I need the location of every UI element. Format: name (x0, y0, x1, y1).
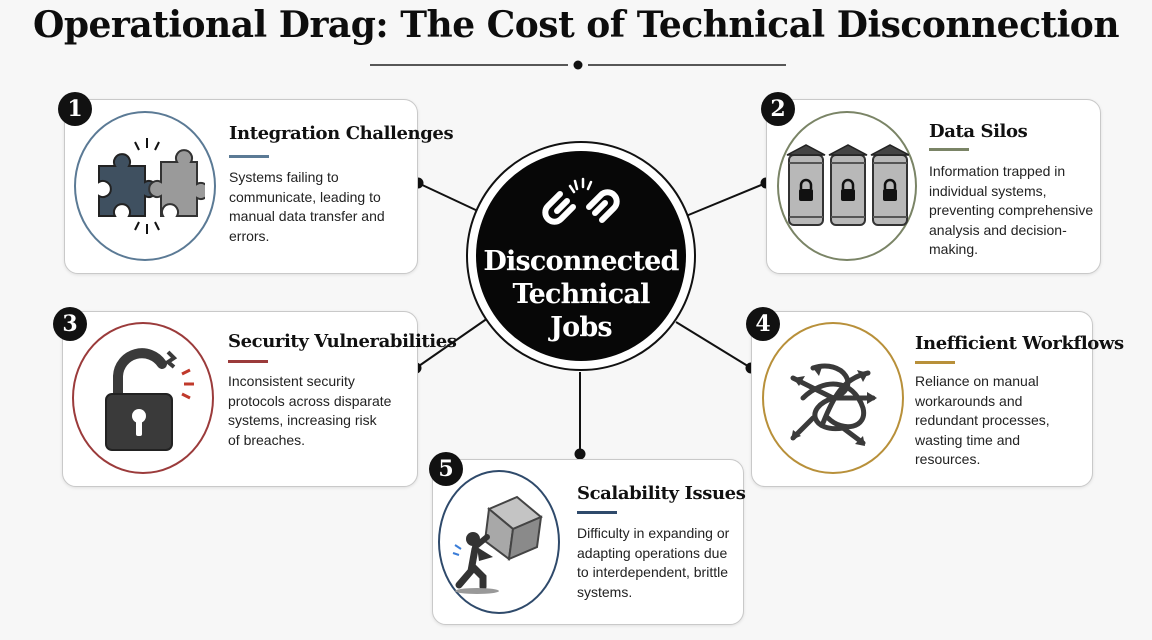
number-badge-3: 3 (53, 307, 87, 341)
accent-line (577, 511, 617, 514)
center-line: Jobs (550, 312, 612, 343)
card-description: Information trapped in individual system… (929, 163, 1094, 257)
accent-line (228, 360, 268, 363)
card-description: Systems failing to communicate, leading … (229, 169, 385, 244)
broken-chain-icon (542, 177, 620, 225)
number-badge-4: 4 (746, 307, 780, 341)
card-title: Integration Challenges (229, 123, 454, 144)
accent-line (229, 155, 269, 158)
card-description: Difficulty in expanding or adapting oper… (577, 525, 730, 600)
accent-line (929, 148, 969, 151)
center-line: Technical (512, 279, 650, 310)
center-line: Disconnected (483, 246, 679, 277)
accent-line (915, 361, 955, 364)
card-description: Inconsistent security protocols across d… (228, 373, 392, 448)
tangled-arrows-icon (762, 322, 904, 474)
card-title: Security Vulnerabilities (228, 331, 457, 352)
broken-padlock-icon (72, 322, 214, 474)
number-badge-1: 1 (58, 92, 92, 126)
person-pushing-block-icon (438, 470, 560, 614)
card-title: Inefficient Workflows (915, 333, 1124, 354)
number-badge-2: 2 (761, 92, 795, 126)
center-title: Disconnected Technical Jobs (481, 245, 681, 344)
card-title: Scalability Issues (577, 483, 746, 504)
number-badge-5: 5 (429, 452, 463, 486)
page-title: Operational Drag: The Cost of Technical … (32, 4, 1120, 46)
central-hub: Disconnected Technical Jobs (466, 141, 696, 371)
hub-inner: Disconnected Technical Jobs (476, 151, 686, 361)
card-title: Data Silos (929, 121, 1028, 142)
locked-silos-icon (777, 111, 917, 261)
puzzle-pieces-icon (74, 111, 216, 261)
card-description: Reliance on manual workarounds and redun… (915, 373, 1050, 467)
